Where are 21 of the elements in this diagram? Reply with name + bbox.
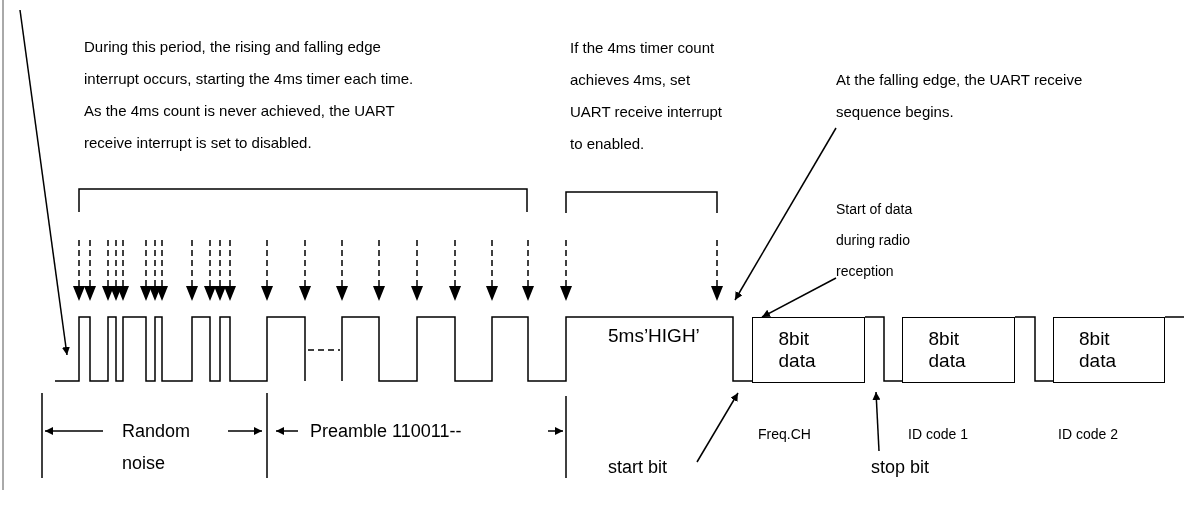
bit-label: start bit <box>608 451 703 483</box>
field-label: ID code 1 <box>908 425 969 444</box>
byte-label: 8bit data <box>1079 328 1117 372</box>
leader-arrow <box>19 9 70 356</box>
leader-arrow <box>734 127 837 301</box>
leader-arrow <box>696 392 739 463</box>
bit-label: stop bit <box>871 451 961 483</box>
annotation-text: Start of data during radio reception <box>836 194 944 287</box>
span-label: Random noise <box>122 420 192 475</box>
level-label: 5ms’HIGH’ <box>608 324 701 348</box>
signal-waveform <box>54 316 1184 382</box>
leader-arrow <box>761 277 837 318</box>
leader-arrow <box>872 391 881 452</box>
annotation-text: If the 4ms timer count achieves 4ms, set UART receive interrupt to enabled. <box>570 32 732 160</box>
span-label: Preamble 110011-- <box>310 420 463 443</box>
annotation-text: During this period, the rising and falling edge interrupt occurs, starting the 4ms timer each time. As the 4ms count is never achieved, the UART receive interrupt is set to disabled. <box>84 31 414 159</box>
field-label: ID code 2 <box>1058 425 1119 444</box>
annotation-text: At the falling edge, the UART receive sequence begins. <box>836 64 1111 128</box>
field-label: Freq.CH <box>758 425 812 444</box>
byte-label: 8bit data <box>778 328 817 372</box>
byte-label: 8bit data <box>928 328 967 372</box>
